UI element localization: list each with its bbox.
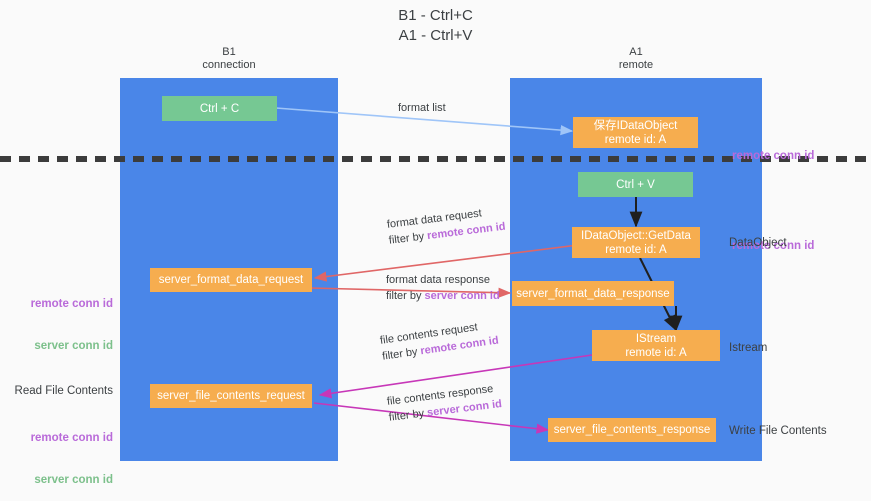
arrow-file-contents-request [318,354,593,399]
label-dataobject: DataObject [729,237,787,249]
legend-conn-ids-bottom: remote conn id server conn id [30,432,113,486]
column-header-b1: B1 connection [202,46,256,71]
box-ctrl-c[interactable]: Ctrl + C [162,96,277,121]
arrow-format-data-response [309,287,512,298]
edge-label-format-list: format list [398,102,446,114]
box-server-file-contents-request[interactable]: server_file_contents_request [150,384,312,408]
label-read-file-contents: Read File Contents [14,385,113,397]
label-istream: Istream [729,342,768,354]
diagram-title: B1 - Ctrl+C A1 - Ctrl+V [398,7,473,44]
label-write-file-contents: Write File Contents [729,425,827,437]
box-istream[interactable]: IStream remote id: A [592,330,720,361]
arrow-file-contents-response [313,402,550,434]
column-header-a1: A1 remote [618,46,654,71]
box-save-idataobject[interactable]: 保存IDataObject remote id: A [573,117,698,148]
box-idataobject-getdata[interactable]: IDataObject::GetData remote id: A [572,227,700,258]
box-server-format-data-request[interactable]: server_format_data_request [150,268,312,292]
box-server-format-data-response[interactable]: server_format_data_response [512,281,674,306]
box-server-file-contents-response[interactable]: server_file_contents_response [548,418,716,442]
label-remote-conn-id-top: remote conn id [732,150,815,162]
arrow-format-data-request [313,244,579,282]
box-ctrl-v[interactable]: Ctrl + V [578,172,693,197]
label-remote-conn-id-mid: remote conn id [732,240,815,252]
arrow-format-list [275,107,574,136]
legend-conn-ids-mid: remote conn id server conn id [30,298,113,352]
edge-label-format-data-response: format data response filter by server co… [386,274,500,302]
